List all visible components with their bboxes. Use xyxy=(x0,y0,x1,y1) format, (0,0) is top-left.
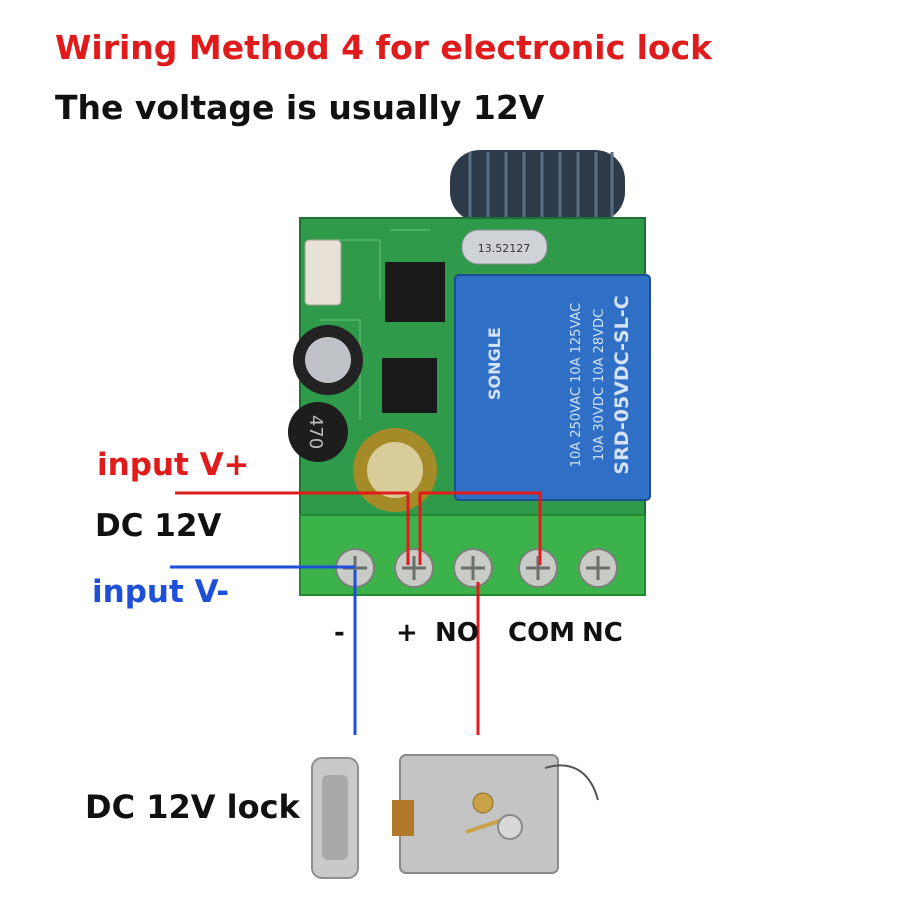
inductor: 470 xyxy=(288,402,348,462)
input-vplus-label: input V+ xyxy=(97,447,250,483)
input-vminus-label: input V- xyxy=(92,574,230,610)
relay-brand: SONGLE xyxy=(485,327,504,400)
terminal-block xyxy=(299,514,646,596)
relay-model: SRD-05VDC-SL-C xyxy=(611,295,633,474)
electronic-lock-body xyxy=(392,754,599,874)
terminal-screw-plus xyxy=(394,548,434,588)
crystal-oscillator: 13.52127 xyxy=(461,229,548,265)
terminal-label-no: NO xyxy=(435,618,479,648)
antenna-coil xyxy=(450,150,625,222)
terminal-screw-com xyxy=(518,548,558,588)
terminal-label-plus: + xyxy=(396,618,418,648)
relay: SONGLE SRD-05VDC-SL-C 10A 250VAC 10A 125… xyxy=(454,274,651,501)
dc-voltage-label: DC 12V xyxy=(95,508,222,544)
crystal-label: 13.52127 xyxy=(478,242,531,255)
relay-rating-2: 10A 30VDC 10A 28VDC xyxy=(592,309,607,461)
diagram-title: Wiring Method 4 for electronic lock xyxy=(55,28,713,67)
ic-chip-middle xyxy=(382,358,437,413)
relay-rating-1: 10A 250VAC 10A 125VAC xyxy=(569,303,584,468)
inductor-label: 470 xyxy=(305,415,326,449)
lock-strike-plate xyxy=(311,757,359,879)
negative-wires xyxy=(170,565,357,735)
wire-vplus-to-plus xyxy=(175,491,410,565)
diagram-subtitle: The voltage is usually 12V xyxy=(55,88,545,127)
terminal-screw-no xyxy=(453,548,493,588)
electrolytic-capacitor xyxy=(293,325,363,395)
capacitor-yellow xyxy=(353,428,437,512)
ic-chip-top xyxy=(385,262,445,322)
terminal-label-com: COM xyxy=(508,618,576,648)
wire-plus-to-com xyxy=(418,491,542,565)
terminal-label-minus: - xyxy=(334,618,345,648)
terminal-label-nc: NC xyxy=(582,618,623,648)
positive-wires xyxy=(175,491,542,735)
terminal-screw-nc xyxy=(578,548,618,588)
lock-label: DC 12V lock xyxy=(85,788,300,826)
pcb-button xyxy=(304,239,342,306)
